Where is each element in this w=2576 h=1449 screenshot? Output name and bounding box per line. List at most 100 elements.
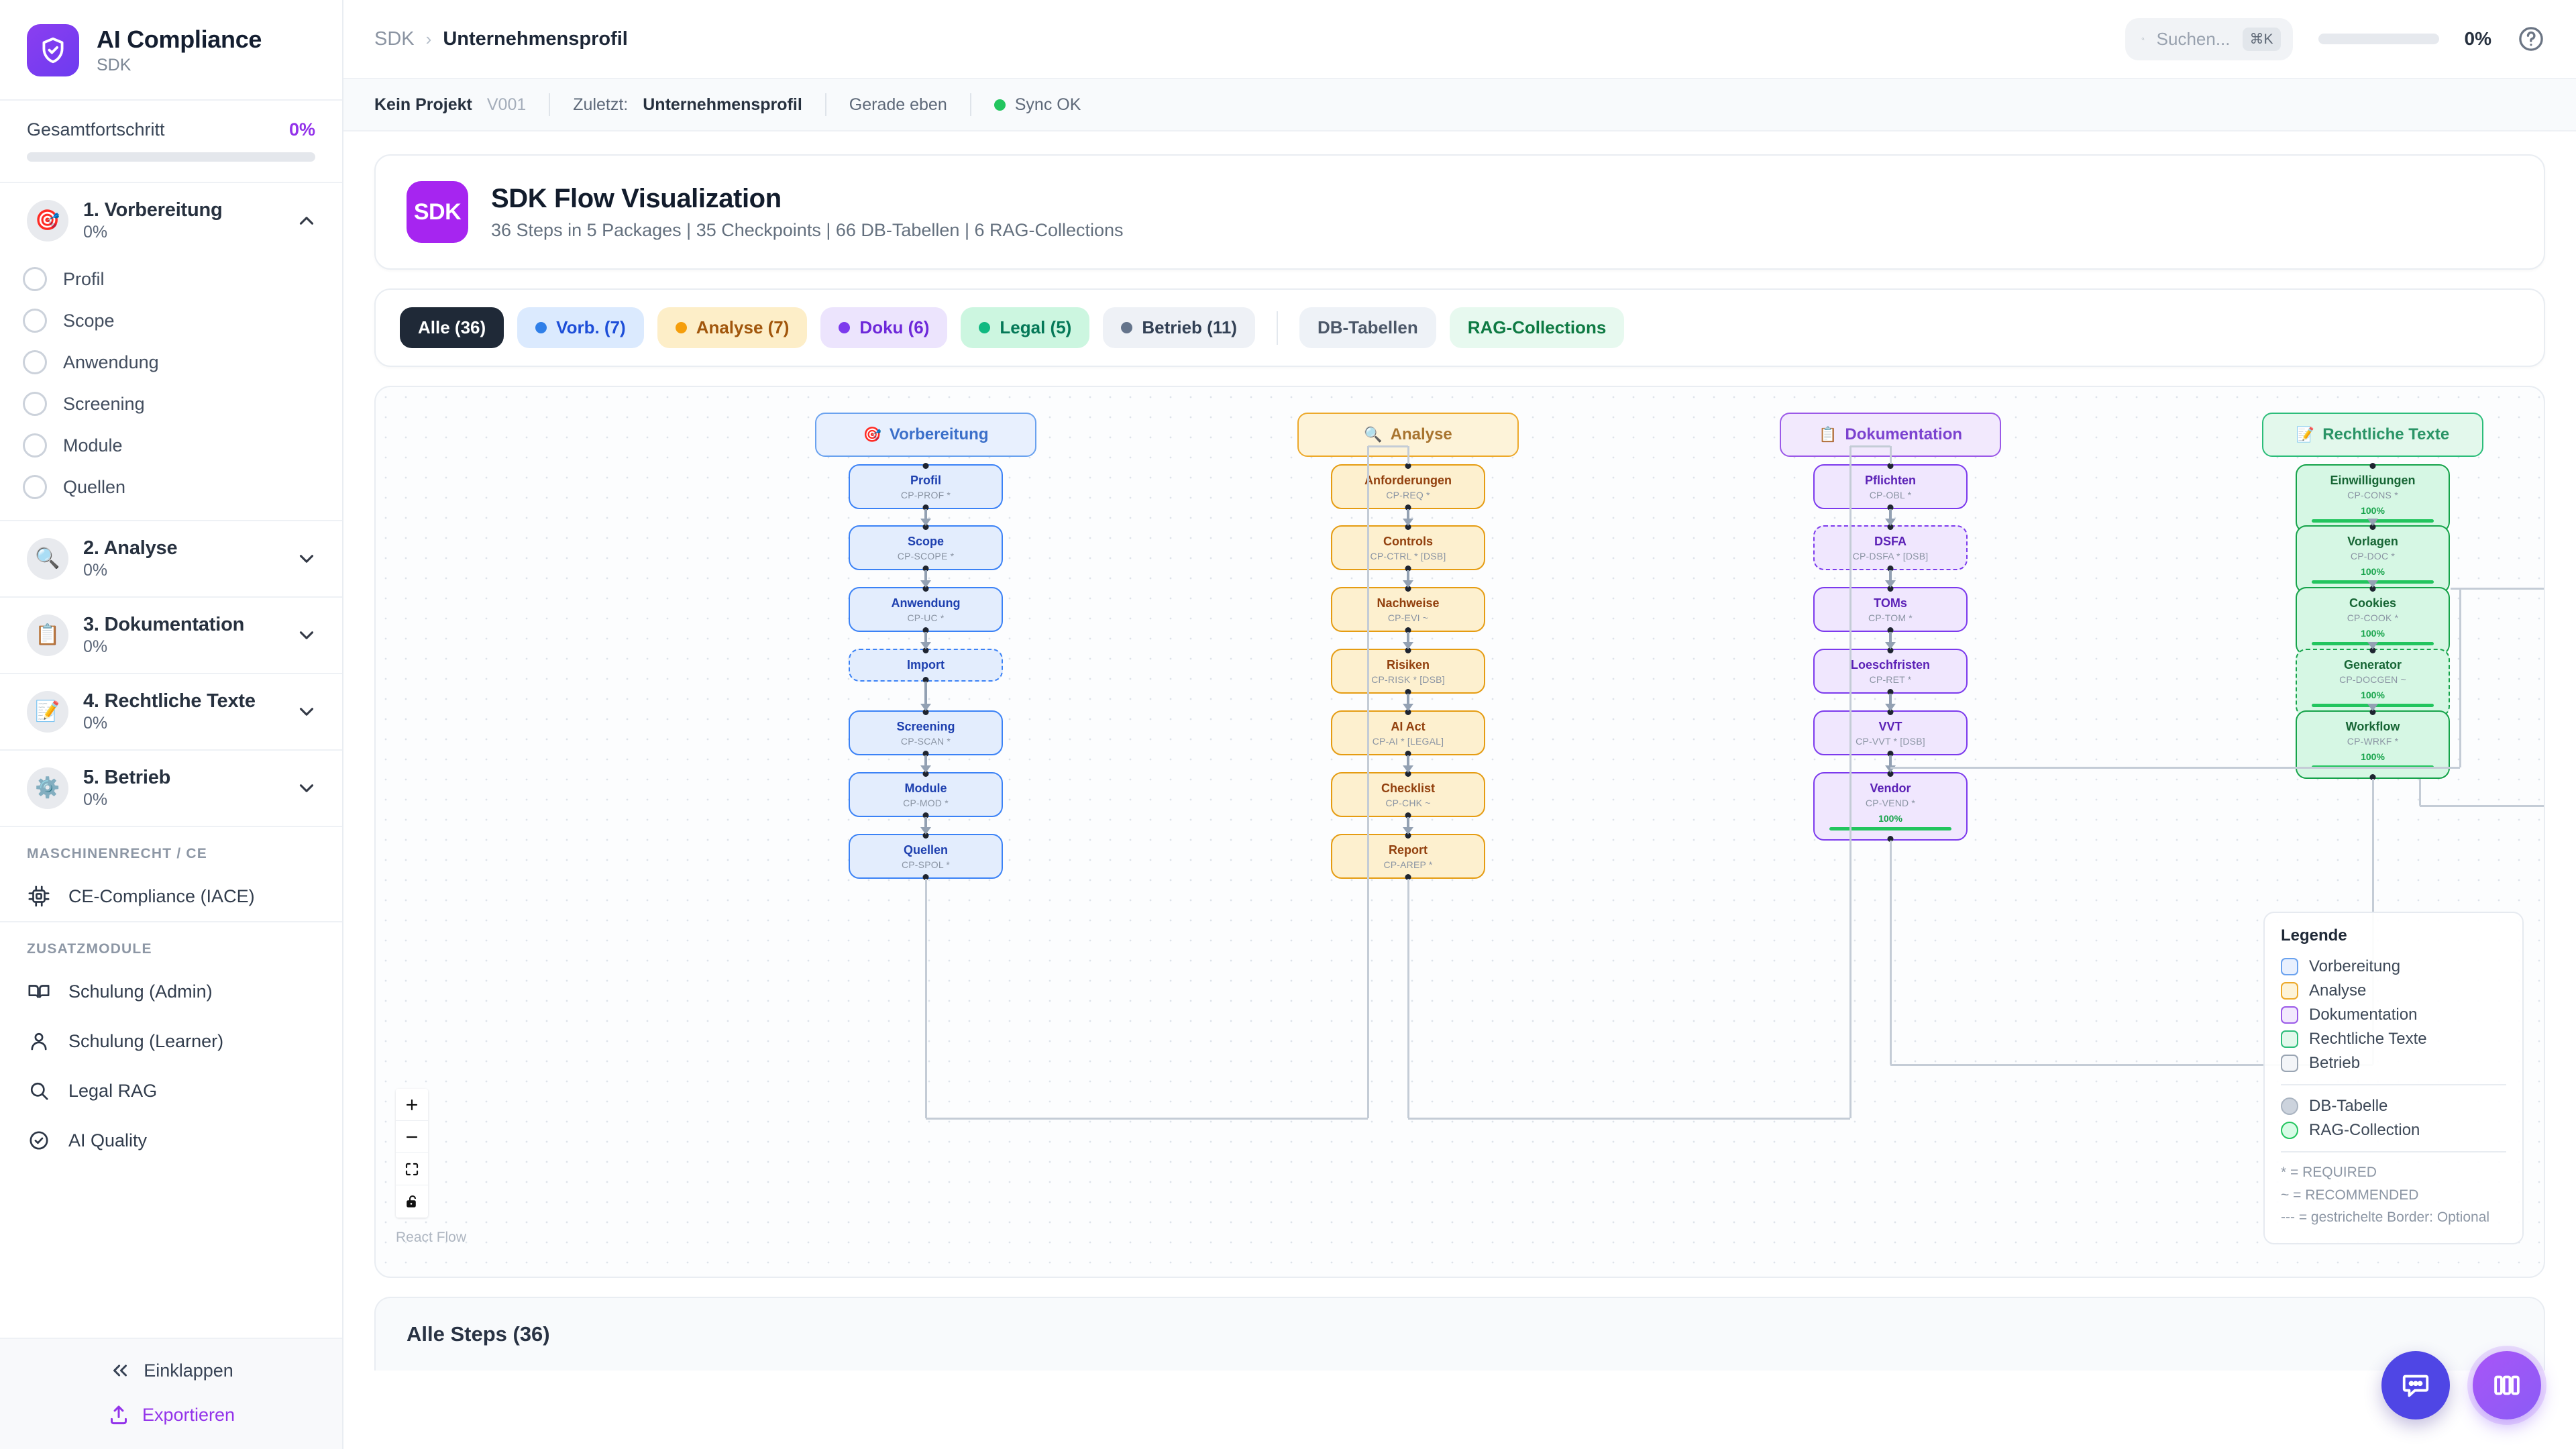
node-handle-top[interactable]	[1887, 524, 1894, 530]
node-handle-top[interactable]	[2369, 524, 2376, 530]
node-handle-top[interactable]	[1405, 586, 1411, 592]
node-handle-bottom[interactable]	[1887, 750, 1894, 757]
filter-chip-rag-collections[interactable]: RAG-Collections	[1449, 307, 1625, 348]
node-handle-bottom[interactable]	[922, 676, 929, 683]
node-handle-top[interactable]	[922, 709, 929, 715]
sidebar-item-scope[interactable]: Scope	[0, 300, 342, 341]
node-handle-bottom[interactable]	[1887, 565, 1894, 572]
node-handle-top[interactable]	[2369, 647, 2376, 653]
radio-icon[interactable]	[23, 433, 47, 458]
radio-icon[interactable]	[23, 350, 47, 374]
node-handle-top[interactable]	[1887, 709, 1894, 715]
filter-chip-betrieb-11[interactable]: Betrieb (11)	[1103, 307, 1255, 348]
zoom-out-button[interactable]	[396, 1121, 428, 1153]
help-circle-icon[interactable]	[2517, 25, 2545, 53]
sidebar-phase-betrieb[interactable]: ⚙️ 5. Betrieb 0%	[0, 751, 342, 826]
node-handle-top[interactable]	[1887, 586, 1894, 592]
node-handle-top[interactable]	[1405, 709, 1411, 715]
brand-header[interactable]: AI Compliance SDK	[0, 0, 342, 101]
node-handle-top[interactable]	[1405, 771, 1411, 777]
node-handle-bottom[interactable]	[922, 565, 929, 572]
chevron-down-icon[interactable]	[295, 624, 318, 647]
node-handle-top[interactable]	[922, 647, 929, 653]
radio-icon[interactable]	[23, 309, 47, 333]
node-handle-top[interactable]	[2369, 463, 2376, 469]
filter-chip-alle-36[interactable]: Alle (36)	[400, 307, 504, 348]
sidebar-item-screening[interactable]: Screening	[0, 383, 342, 425]
node-handle-top[interactable]	[1887, 647, 1894, 653]
sidebar-item-module[interactable]: Module	[0, 425, 342, 466]
node-handle-top[interactable]	[1405, 524, 1411, 530]
node-handle-bottom[interactable]	[922, 750, 929, 757]
sidebar-item-anwendung[interactable]: Anwendung	[0, 341, 342, 383]
node-handle-bottom[interactable]	[1405, 627, 1411, 633]
node-handle-bottom[interactable]	[1405, 504, 1411, 511]
sidebar-item-ce-compliance[interactable]: CE-Compliance (IACE)	[0, 871, 342, 921]
sidebar-item-legal-rag[interactable]: Legal RAG	[0, 1066, 342, 1116]
sidebar-item-ai-quality[interactable]: AI Quality	[0, 1116, 342, 1165]
chevron-down-icon[interactable]	[295, 700, 318, 723]
sidebar-item-profil[interactable]: Profil	[0, 258, 342, 300]
sidebar-item-quellen[interactable]: Quellen	[0, 466, 342, 508]
chevron-up-icon[interactable]	[295, 209, 318, 232]
radio-icon[interactable]	[23, 392, 47, 416]
node-handle-top[interactable]	[922, 463, 929, 469]
sidebar-phase-rechtliche-texte[interactable]: 📝 4. Rechtliche Texte 0%	[0, 674, 342, 749]
node-handle-top[interactable]	[2369, 709, 2376, 715]
sidebar-phase-dokumentation[interactable]: 📋 3. Dokumentation 0%	[0, 598, 342, 673]
node-handle-bottom[interactable]	[1887, 627, 1894, 633]
panel-fab[interactable]	[2473, 1351, 2541, 1419]
node-handle-bottom[interactable]	[1887, 688, 1894, 695]
node-handle-top[interactable]	[1405, 647, 1411, 653]
node-handle-top[interactable]	[1887, 771, 1894, 777]
filter-chip-doku-6[interactable]: Doku (6)	[820, 307, 948, 348]
sidebar-phase-vorbereitung[interactable]: 🎯 1. Vorbereitung 0%	[0, 183, 342, 258]
node-handle-top[interactable]	[1405, 463, 1411, 469]
node-handle-bottom[interactable]	[1405, 750, 1411, 757]
node-handle-bottom[interactable]	[1405, 873, 1411, 880]
chat-fab[interactable]	[2381, 1351, 2450, 1419]
node-handle-bottom[interactable]	[922, 873, 929, 880]
zoom-in-button[interactable]	[396, 1089, 428, 1121]
filter-chip-db-tabellen[interactable]: DB-Tabellen	[1299, 307, 1436, 348]
flow-canvas[interactable]: 🎯Vorbereitung🔍Analyse📋Dokumentation📝Rech…	[374, 386, 2545, 1278]
chevron-down-icon[interactable]	[295, 547, 318, 570]
export-button[interactable]: Exportieren	[107, 1403, 235, 1426]
node-handle-bottom[interactable]	[2369, 773, 2376, 780]
collapse-sidebar-button[interactable]: Einklappen	[109, 1359, 233, 1382]
node-handle-top[interactable]	[922, 771, 929, 777]
node-handle-top[interactable]	[922, 586, 929, 592]
fit-view-button[interactable]	[396, 1153, 428, 1185]
flow-node-import[interactable]: Import	[849, 647, 1003, 683]
node-handle-bottom[interactable]	[1405, 565, 1411, 572]
node-handle-bottom[interactable]	[922, 812, 929, 818]
node-handle-top[interactable]	[2369, 586, 2376, 592]
node-handle-top[interactable]	[922, 833, 929, 839]
filter-chip-legal-5[interactable]: Legal (5)	[961, 307, 1090, 348]
filter-chip-vorb-7[interactable]: Vorb. (7)	[517, 307, 644, 348]
lock-toggle-button[interactable]	[396, 1185, 428, 1218]
node-handle-top[interactable]	[1887, 463, 1894, 469]
search-input[interactable]: Suchen... ⌘K	[2125, 17, 2293, 60]
sidebar-item-schulung-admin[interactable]: Schulung (Admin)	[0, 967, 342, 1016]
node-handle-bottom[interactable]	[1887, 504, 1894, 511]
sidebar-item-schulung-learner[interactable]: Schulung (Learner)	[0, 1016, 342, 1066]
breadcrumb-root[interactable]: SDK	[374, 28, 415, 50]
filter-chip-analyse-7[interactable]: Analyse (7)	[657, 307, 808, 348]
